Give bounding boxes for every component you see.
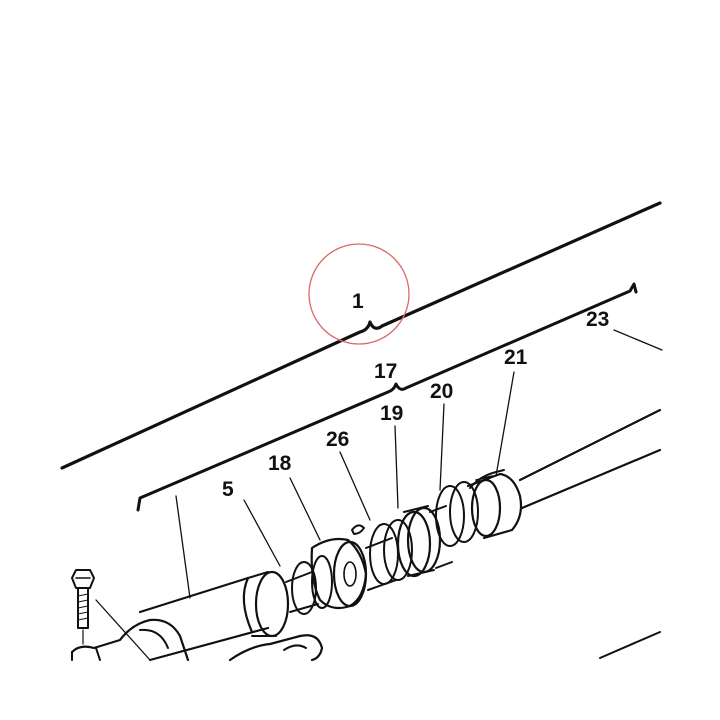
callout-20: 20 (430, 380, 453, 403)
housing-fragment (70, 618, 324, 662)
callout-18: 18 (268, 452, 292, 475)
callout-5: 5 (222, 478, 234, 501)
callout-19: 19 (380, 402, 403, 425)
callout-17: 17 (374, 360, 397, 383)
callout-23: 23 (586, 308, 609, 331)
highlight-circle (308, 243, 410, 345)
shaft-body (138, 408, 662, 662)
assembly-bracket-1 (60, 201, 662, 470)
bolt (71, 569, 95, 645)
leader-lines (95, 329, 663, 661)
callout-21: 21 (504, 346, 528, 369)
callout-26: 26 (326, 428, 349, 451)
subassembly-bracket-17 (136, 282, 638, 512)
callout-labels: 1 17 23 21 20 19 26 18 5 (222, 290, 609, 501)
callout-1: 1 (352, 290, 364, 313)
